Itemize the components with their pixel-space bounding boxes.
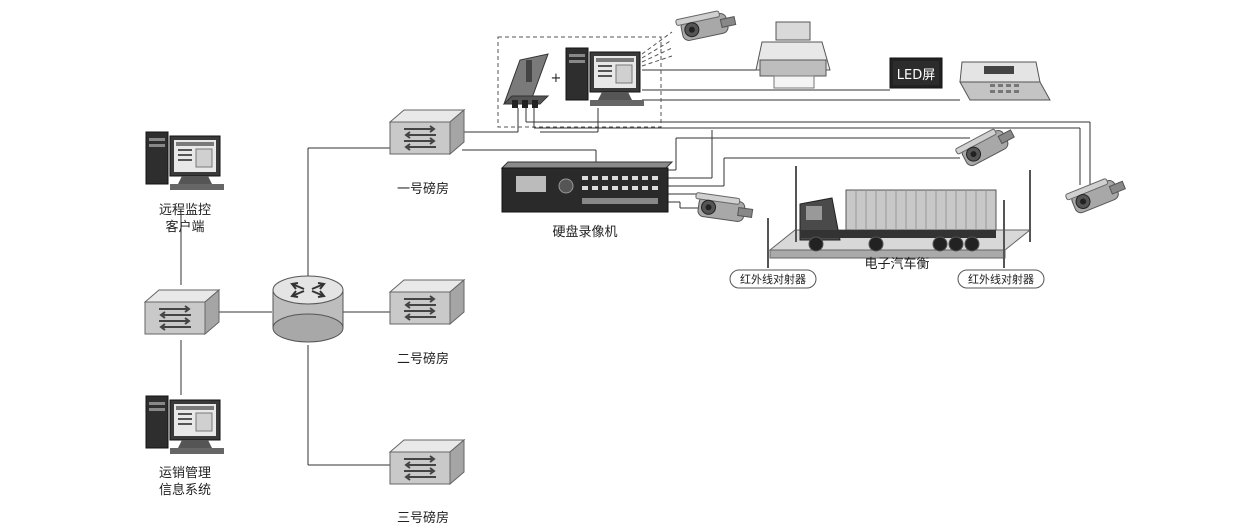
right-camera-icon xyxy=(1064,172,1129,217)
weighing-indicator-icon xyxy=(959,61,1051,101)
room1-label: 一号磅房 xyxy=(397,181,449,197)
remote-client-pc-icon xyxy=(145,131,225,191)
core-switch-icon xyxy=(144,289,220,335)
truck-scale-icon xyxy=(767,166,1032,268)
sales-system-label-line1: 运销管理 xyxy=(159,466,211,481)
sales-system-pc-icon xyxy=(145,395,225,455)
led-screen-icon xyxy=(889,57,943,89)
room1-switch-icon xyxy=(389,109,465,155)
dvr-label: 硬盘录像机 xyxy=(552,224,617,240)
room2-switch-icon xyxy=(389,279,465,325)
capture-card-icon xyxy=(502,53,550,108)
room3-label: 三号磅房 xyxy=(397,510,449,526)
room3-switch-icon xyxy=(389,439,465,485)
weighing-pc-icon xyxy=(565,47,645,107)
remote-client-label-line1: 远程监控 xyxy=(159,203,211,218)
router-icon xyxy=(272,275,344,343)
dvr-icon xyxy=(500,161,674,213)
ir-emitter-left xyxy=(729,269,817,289)
front-camera-icon xyxy=(692,191,755,224)
wires xyxy=(180,31,1091,466)
room2-label: 二号磅房 xyxy=(397,351,449,367)
ir-emitter-right xyxy=(957,269,1045,289)
truck-scale-label: 电子汽车衡 xyxy=(864,256,929,272)
plus-sign: + xyxy=(551,71,562,86)
sales-system-label-line2: 信息系统 xyxy=(159,482,211,498)
remote-client-label-line2: 客户端 xyxy=(165,219,204,235)
scale-camera-icon xyxy=(954,121,1018,171)
ir-emitter-left-label: 红外线对射器 xyxy=(740,272,806,286)
printer-icon xyxy=(755,21,831,89)
top-camera-icon xyxy=(674,7,738,43)
led-screen-label: LED屏 xyxy=(897,68,935,83)
ir-emitter-right-label: 红外线对射器 xyxy=(968,272,1034,286)
